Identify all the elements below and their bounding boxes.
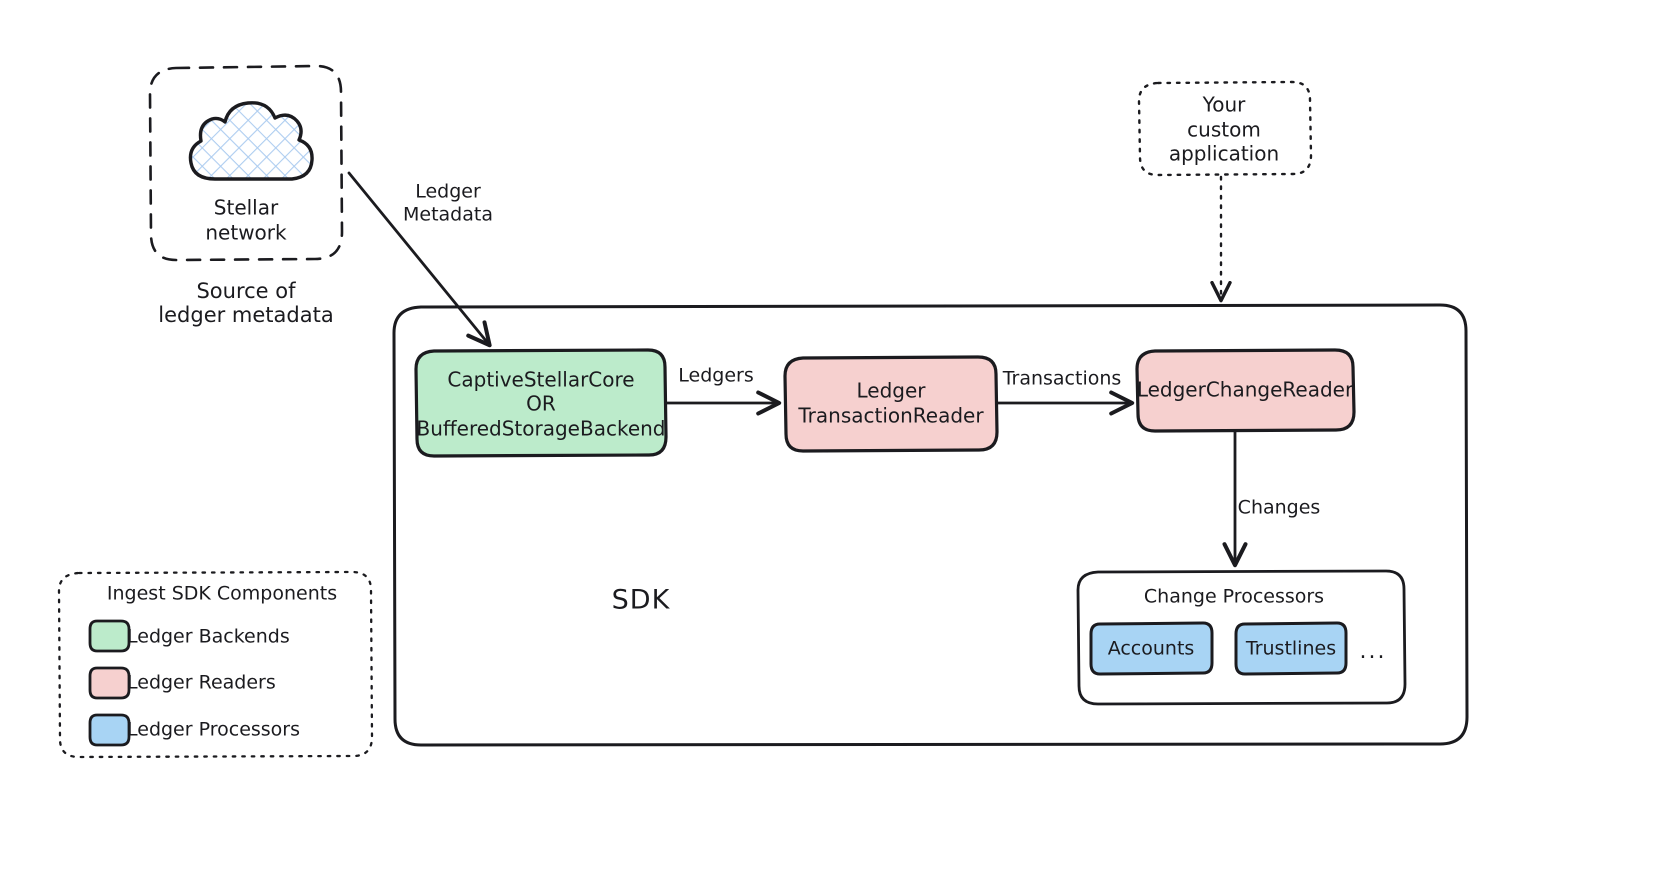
processor-trustlines[interactable] xyxy=(1234,621,1348,676)
edge-metadata-label-line2: Metadata xyxy=(403,204,493,226)
source-caption-line2: ledger metadata xyxy=(158,303,333,327)
node-ledger-transaction-reader-line1: Ledger xyxy=(856,379,926,403)
change-processors-group xyxy=(1076,569,1407,706)
custom-application-line1: Your xyxy=(1202,93,1246,117)
legend-swatch-pink xyxy=(88,666,131,700)
edge-changes-label: Changes xyxy=(1238,497,1321,519)
custom-application-line3: application xyxy=(1169,142,1279,166)
cloud-icon xyxy=(188,101,314,181)
node-backend-line1: CaptiveStellarCore xyxy=(447,368,634,392)
source-label-line1: Stellar xyxy=(214,196,279,220)
edge-metadata-label-line1: Ledger xyxy=(415,181,481,203)
custom-application-line2: custom xyxy=(1187,118,1261,142)
node-backend[interactable] xyxy=(414,348,668,458)
legend-swatch-green xyxy=(88,619,131,653)
node-ledger-transaction-reader-line2: TransactionReader xyxy=(797,404,984,428)
change-processors-title: Change Processors xyxy=(1144,586,1324,608)
processor-trustlines-label: Trustlines xyxy=(1245,638,1336,660)
legend-item-ledger-backends: Ledger Backends xyxy=(88,619,290,653)
processor-accounts-label: Accounts xyxy=(1108,638,1195,660)
source-label-line2: network xyxy=(205,221,287,245)
processor-accounts[interactable] xyxy=(1089,621,1214,676)
legend-item-label-0: Ledger Backends xyxy=(127,626,290,648)
node-ledger-change-reader[interactable] xyxy=(1135,348,1356,433)
edge-metadata xyxy=(347,171,492,348)
source-caption-line1: Source of xyxy=(196,279,296,303)
sdk-container xyxy=(392,303,1469,747)
node-backend-line3: BufferedStorageBackend xyxy=(416,417,665,441)
node-ledger-change-reader-label: LedgerChangeReader xyxy=(1137,378,1354,402)
legend-item-ledger-readers: Ledger Readers xyxy=(88,666,276,700)
legend-title: Ingest SDK Components xyxy=(107,583,337,605)
source-network-box xyxy=(148,64,344,262)
node-backend-line2: OR xyxy=(526,392,556,416)
node-ledger-transaction-reader[interactable] xyxy=(783,355,999,453)
legend-swatch-blue xyxy=(88,713,131,747)
custom-application-box xyxy=(1137,80,1313,177)
processor-ellipsis: ... xyxy=(1360,639,1387,664)
legend-item-label-2: Ledger Processors xyxy=(127,719,300,741)
edge-ledgers-label: Ledgers xyxy=(678,365,753,387)
legend-item-label-1: Ledger Readers xyxy=(127,672,276,694)
sdk-label: SDK xyxy=(612,585,671,616)
edge-transactions-label: Transactions xyxy=(1002,368,1122,390)
legend-item-ledger-processors: Ledger Processors xyxy=(88,713,300,747)
